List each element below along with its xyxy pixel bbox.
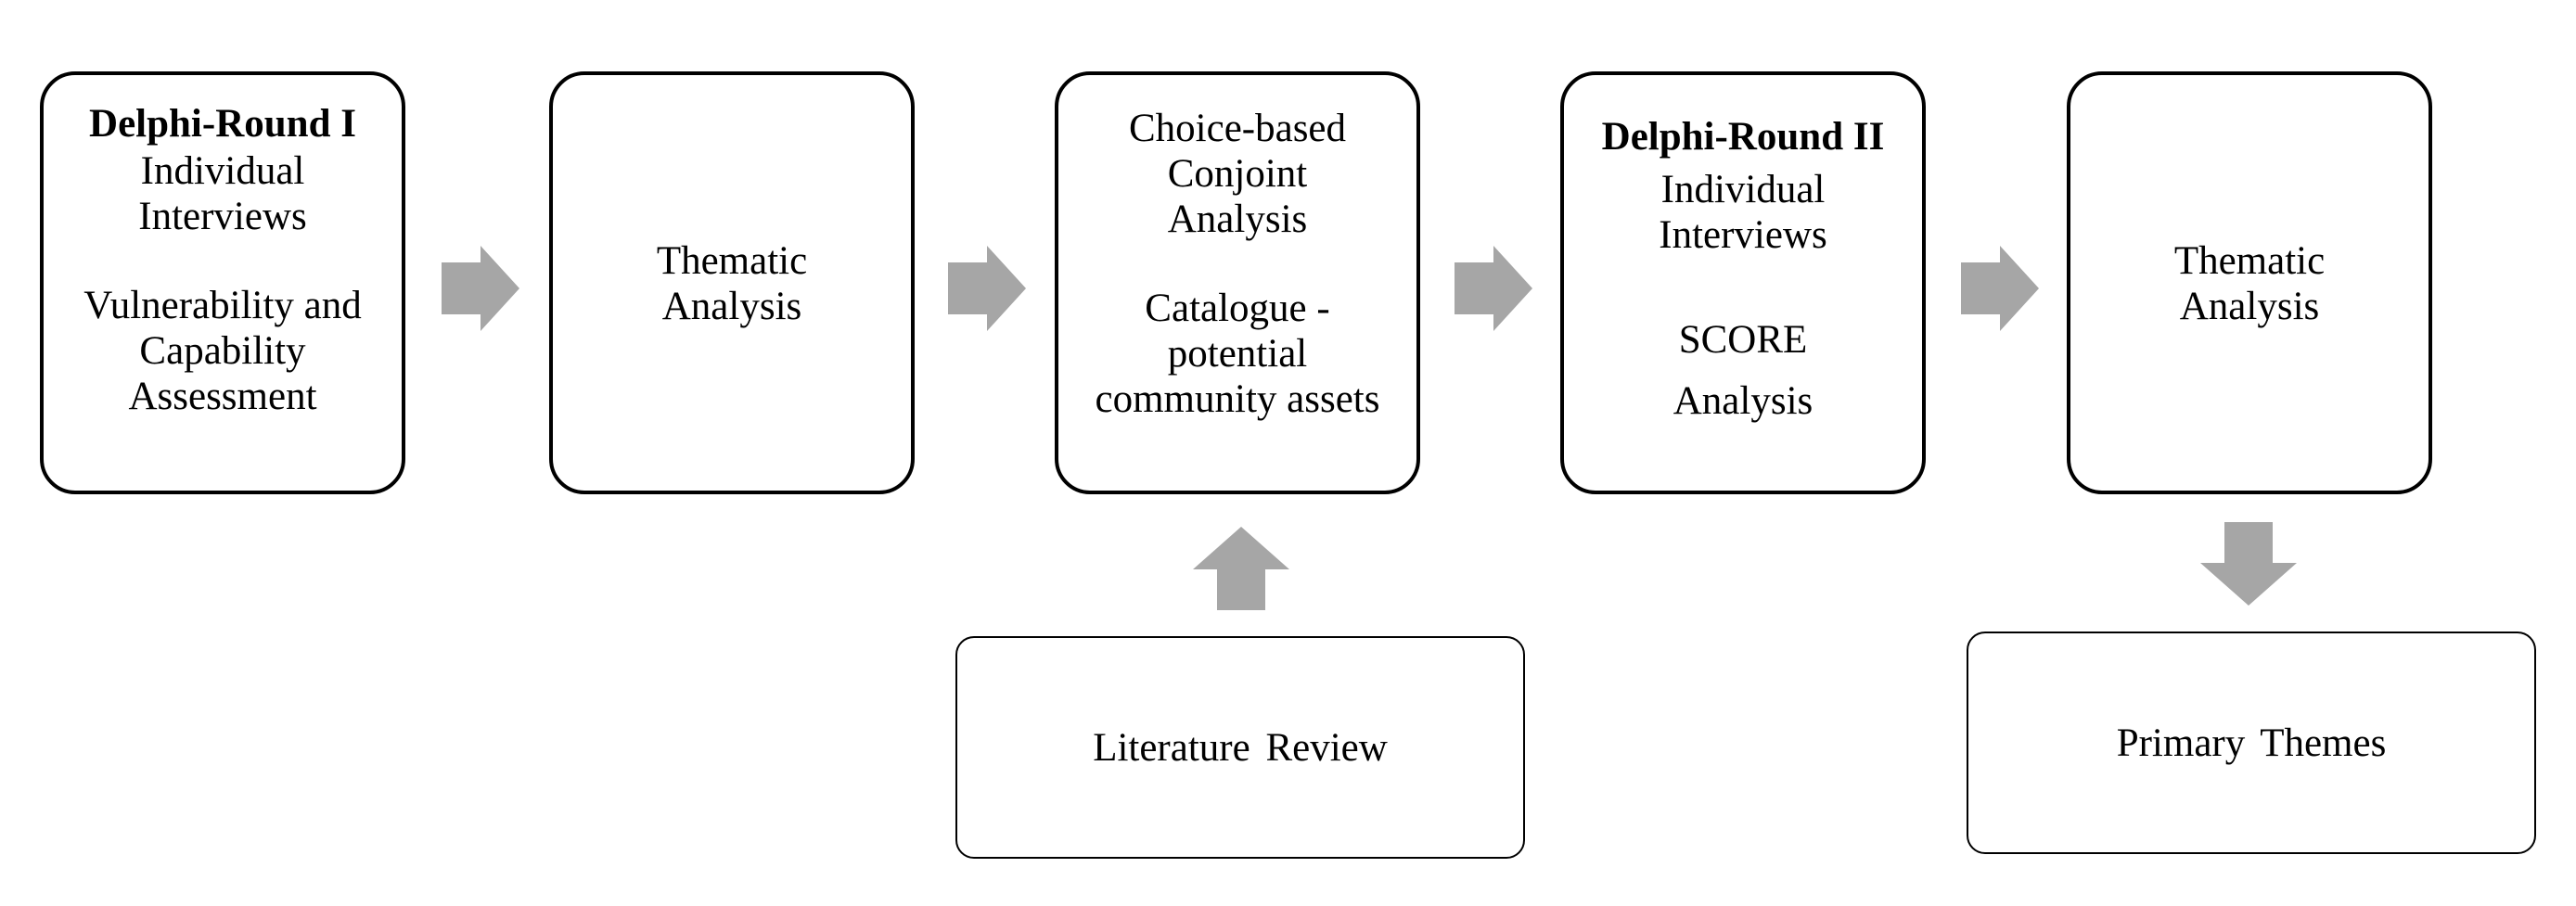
- delphi-round-1-box: Delphi-Round I Individual Interviews Vul…: [40, 71, 405, 494]
- thematic-label: Thematic: [656, 239, 808, 283]
- right-arrow-1: [442, 246, 519, 331]
- down-arrow: [2200, 522, 2297, 606]
- analysis-label: Analysis: [661, 285, 802, 328]
- interviews-label: Interviews: [138, 195, 307, 238]
- up-arrow: [1193, 527, 1289, 610]
- delphi-round-1-title: Delphi-Round I: [89, 102, 356, 146]
- literature-review-box: Literature Review: [955, 636, 1525, 859]
- literature-review-label: Literature Review: [1093, 725, 1388, 770]
- interviews-label: Interviews: [1659, 213, 1827, 257]
- vulnerability-label: Vulnerability and: [83, 284, 362, 327]
- right-arrow-2: [948, 246, 1026, 331]
- score-label: SCORE: [1678, 318, 1808, 362]
- right-arrow-3: [1455, 246, 1532, 331]
- analysis-label: Analysis: [2179, 285, 2320, 328]
- thematic-label: Thematic: [2173, 239, 2326, 283]
- community-assets-label: community assets: [1095, 377, 1380, 421]
- potential-label: potential: [1167, 332, 1308, 376]
- right-arrow-4: [1961, 246, 2039, 331]
- analysis-label: Analysis: [1167, 198, 1308, 241]
- conjoint-analysis-box: Choice-based Conjoint Analysis Catalogue…: [1055, 71, 1420, 494]
- primary-themes-box: Primary Themes: [1967, 632, 2536, 854]
- choice-based-label: Choice-based: [1128, 107, 1347, 150]
- conjoint-label: Conjoint: [1167, 152, 1308, 196]
- thematic-analysis-box-1: Thematic Analysis: [549, 71, 915, 494]
- capability-label: Capability: [139, 329, 306, 373]
- assessment-label: Assessment: [128, 375, 317, 418]
- analysis-label: Analysis: [1672, 379, 1813, 423]
- primary-themes-label: Primary Themes: [2116, 721, 2387, 765]
- individual-label: Individual: [1660, 168, 1826, 211]
- delphi-round-2-box: Delphi-Round II Individual Interviews SC…: [1560, 71, 1926, 494]
- individual-label: Individual: [140, 149, 305, 193]
- delphi-round-2-title: Delphi-Round II: [1601, 115, 1885, 159]
- thematic-analysis-box-2: Thematic Analysis: [2067, 71, 2432, 494]
- catalogue-label: Catalogue -: [1145, 287, 1330, 330]
